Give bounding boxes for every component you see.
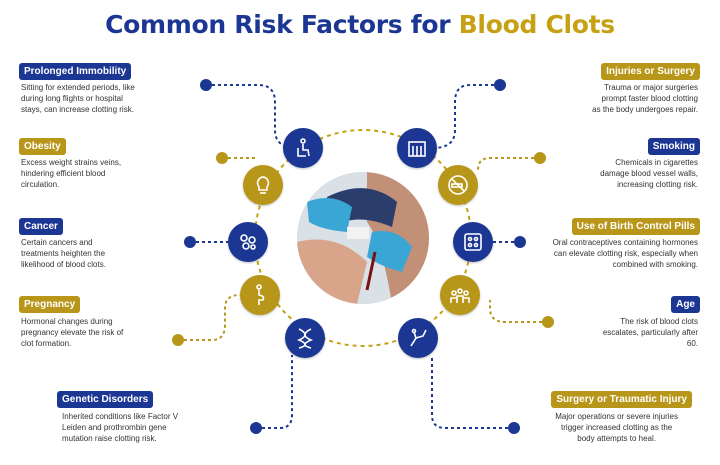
desc-obesity: Excess weight strains veins, hindering e…: [21, 158, 122, 189]
lightbulb-icon: [243, 165, 283, 205]
age-group-icon: [440, 275, 480, 315]
pregnant-icon: [240, 275, 280, 315]
blood-draw-photo: [297, 172, 429, 304]
label-injuries-surgery: Injuries or Surgery: [601, 63, 700, 80]
desc-surgery-trauma: Major operations or severe injuries trig…: [555, 412, 678, 443]
hospital-icon: [397, 128, 437, 168]
injury-icon: [398, 318, 438, 358]
person-sitting-icon: [283, 128, 323, 168]
label-surgery-trauma: Surgery or Traumatic Injury: [551, 391, 692, 408]
label-cancer: Cancer: [19, 218, 63, 235]
cells-icon: [228, 222, 268, 262]
label-pregnancy: Pregnancy: [19, 296, 81, 313]
desc-age: The risk of blood clots escalates, parti…: [602, 317, 698, 348]
desc-prolonged-immobility: Sitting for extended periods, like durin…: [21, 83, 135, 114]
label-smoking: Smoking: [647, 138, 700, 155]
desc-pregnancy: Hormonal changes during pregnancy elevat…: [21, 317, 124, 348]
dna-icon: [285, 318, 325, 358]
desc-cancer: Certain cancers and treatments heighten …: [21, 238, 106, 269]
pill-pack-icon: [453, 222, 493, 262]
desc-birth-control: Oral contraceptives containing hormones …: [552, 238, 698, 269]
desc-genetic-disorders: Inherited conditions like Factor V Leide…: [62, 412, 179, 443]
desc-smoking: Chemicals in cigarettes damage blood ves…: [600, 158, 698, 189]
page-title: Common Risk Factors for Blood Clots: [105, 10, 616, 39]
label-age: Age: [671, 296, 700, 313]
label-prolonged-immobility: Prolonged Immobility: [19, 63, 132, 80]
label-obesity: Obesity: [19, 138, 66, 155]
label-birth-control: Use of Birth Control Pills: [571, 218, 700, 235]
title-accent: Blood Clots: [458, 10, 616, 39]
desc-injuries-surgery: Trauma or major surgeries prompt faster …: [592, 83, 698, 114]
label-genetic-disorders: Genetic Disorders: [57, 391, 154, 408]
no-smoking-icon: [438, 165, 478, 205]
